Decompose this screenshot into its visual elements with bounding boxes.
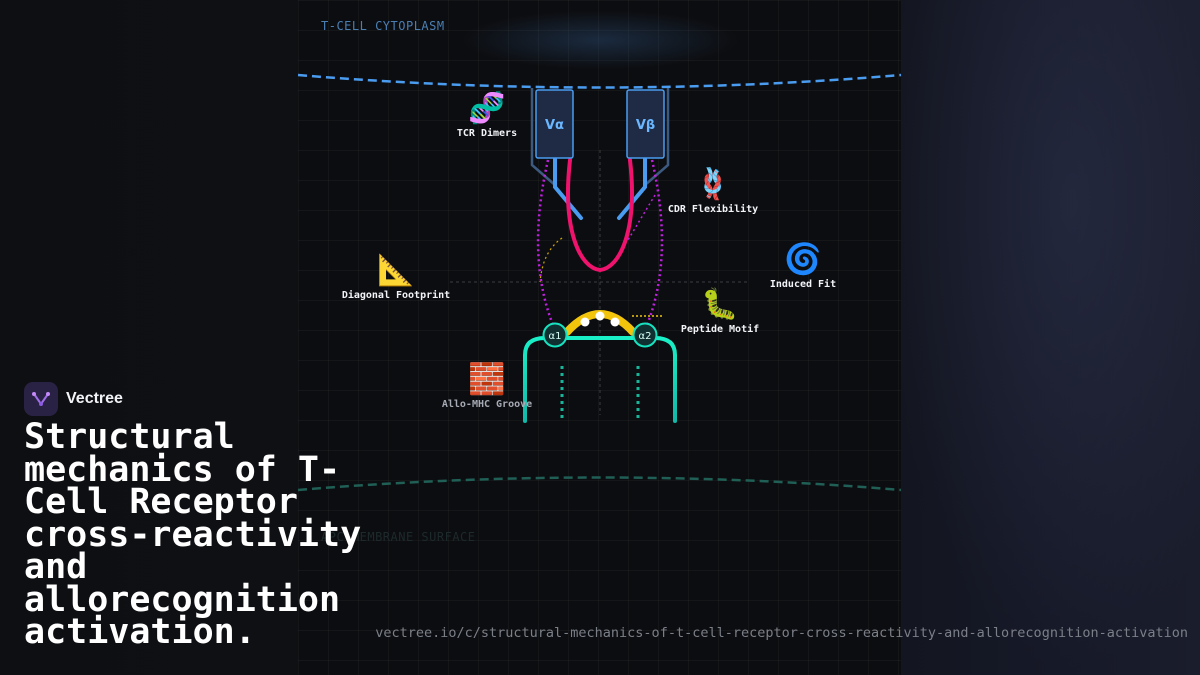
vectree-logo-icon <box>24 382 58 416</box>
alpha2-helix <box>632 322 658 348</box>
triangular-ruler-icon: 📐 <box>377 253 415 288</box>
callout-label: Induced Fit <box>769 279 837 290</box>
callout-allo-mhc-groove: 🧱 Allo-MHC Groove <box>417 362 557 411</box>
page-title: Structural mechanics of T-Cell Receptor … <box>24 417 362 652</box>
callout-label: Peptide Motif <box>680 324 760 335</box>
alpha2-label: α2 <box>639 331 652 342</box>
v-alpha-label: Vα <box>545 118 564 133</box>
peptide-residue <box>595 311 605 321</box>
beta-stalk <box>617 156 647 220</box>
knot-icon: 🪢 <box>694 167 732 202</box>
cdr-dotted-loop-alpha <box>536 159 557 331</box>
region-label-apc-membrane: APC MEMBRANE SURFACE <box>321 530 476 544</box>
callout-label: Allo-MHC Groove <box>441 399 533 410</box>
peptide-residue <box>610 317 620 327</box>
apc-membrane <box>297 476 902 492</box>
page-url: vectree.io/c/structural-mechanics-of-t-c… <box>375 625 1188 641</box>
v-beta-domain <box>626 89 665 159</box>
callout-label: CDR Flexibility <box>667 204 759 215</box>
v-alpha-domain <box>535 89 574 159</box>
alpha-stalk <box>553 156 583 220</box>
callout-label: Diagonal Footprint <box>341 290 451 301</box>
cdr3-loop <box>566 158 634 273</box>
callout-induced-fit: 🌀 Induced Fit <box>733 242 873 291</box>
cdr-dotted-loop-beta <box>643 159 664 331</box>
tcr-alpha-frame <box>530 88 556 186</box>
region-label-cytoplasm: T-CELL CYTOPLASM <box>321 19 445 33</box>
brand-name: Vectree <box>66 390 123 407</box>
dna-icon: 🧬 <box>468 91 506 126</box>
tcr-beta-frame <box>644 88 670 186</box>
cdr-hinge-dotted <box>627 194 656 241</box>
callout-cdr-flexibility: 🪢 CDR Flexibility <box>643 167 783 216</box>
v-beta-label: Vβ <box>636 118 655 133</box>
footprint-arc <box>539 237 563 283</box>
caterpillar-icon: 🐛 <box>701 287 739 322</box>
callout-diagonal-footprint: 📐 Diagonal Footprint <box>326 253 466 302</box>
tcell-membrane <box>297 73 902 89</box>
callout-peptide-motif: 🐛 Peptide Motif <box>650 287 790 336</box>
mhc-molecule <box>523 336 677 423</box>
peptide-residue <box>580 317 590 327</box>
brick-icon: 🧱 <box>468 362 506 397</box>
alpha1-label: α1 <box>549 331 562 342</box>
background-glow <box>880 0 1200 675</box>
callout-tcr-dimers: 🧬 TCR Dimers <box>417 91 557 140</box>
brand: Vectree <box>24 382 123 416</box>
cyclone-icon: 🌀 <box>784 242 822 277</box>
callout-label: TCR Dimers <box>456 128 518 139</box>
alpha1-helix <box>542 322 568 348</box>
